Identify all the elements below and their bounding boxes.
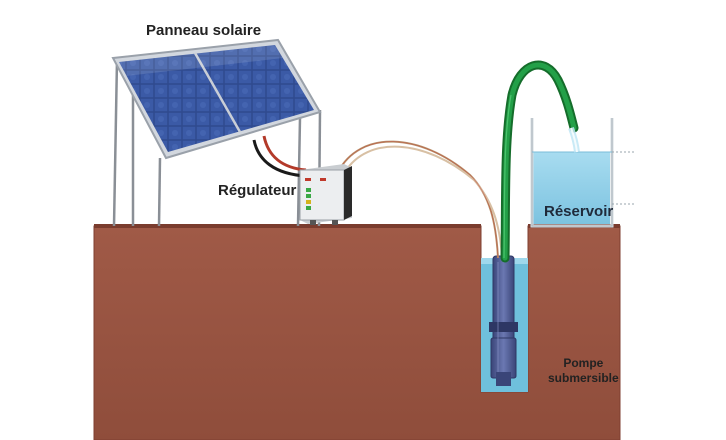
submersible-pump-icon — [489, 255, 518, 386]
ground — [93, 224, 621, 440]
water-tank-icon — [530, 118, 636, 228]
regulator-label: Régulateur — [218, 182, 297, 199]
pump-label: Pompe submersible — [548, 356, 619, 386]
solar-panel-icon — [111, 38, 322, 227]
pump-label-line1: Pompe — [563, 356, 604, 370]
reservoir-label: Réservoir — [544, 203, 614, 220]
panel-cables — [252, 135, 307, 178]
delivery-pipe — [500, 60, 579, 263]
pump-label-line2: submersible — [548, 371, 619, 385]
pump-cable — [337, 140, 503, 259]
regulator-box-icon — [299, 164, 352, 225]
solar-panel-label: Panneau solaire — [146, 22, 262, 39]
